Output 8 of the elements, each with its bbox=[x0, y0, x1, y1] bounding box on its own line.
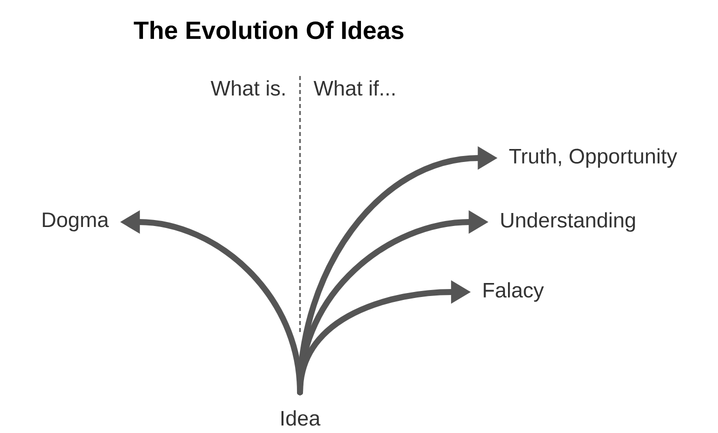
title: The Evolution Of Ideas bbox=[134, 20, 404, 40]
node-label: Dogma bbox=[42, 212, 109, 232]
column-label: What is. bbox=[210, 80, 285, 96]
node-label: Idea bbox=[282, 410, 320, 426]
node-label: Truth, Opportunity bbox=[509, 148, 678, 168]
node-label: Falacy bbox=[484, 282, 544, 302]
node-label: Understanding bbox=[501, 212, 635, 232]
column-label: What if... bbox=[314, 80, 394, 96]
